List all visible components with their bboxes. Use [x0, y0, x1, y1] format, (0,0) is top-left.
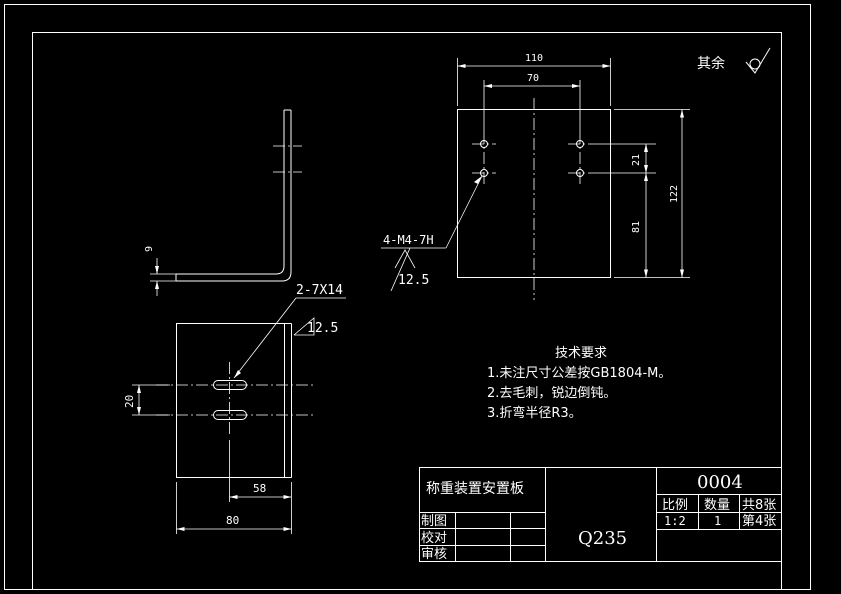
dim-70: 70	[527, 73, 539, 84]
scale-value: 1:2	[664, 514, 686, 528]
quantity-value: 1	[714, 514, 721, 528]
row-checked: 校对	[421, 530, 447, 546]
quantity-header: 数量	[704, 498, 730, 513]
dim-58: 58	[253, 482, 266, 495]
tech-item-2: 2.去毛刺，锐边倒钝。	[487, 386, 616, 401]
hole-plate-view: 110 70 21 81 122 4-M4-7H 12.5	[381, 53, 690, 300]
tech-item-3: 3.折弯半径R3。	[487, 405, 582, 421]
side-view: 9	[144, 109, 302, 296]
scale-header: 比例	[662, 498, 688, 513]
front-view: 20 58 80 2-7X14 12.5	[123, 283, 346, 534]
slot-callout: 2-7X14	[296, 283, 343, 298]
material: Q235	[578, 528, 627, 549]
title-block: 称重装置安置板 0004 比例 数量 共8张 1:2 1 第4张 制图 校对 审…	[419, 467, 782, 562]
row-drawn: 制图	[421, 514, 447, 529]
outer-border	[4, 4, 811, 590]
row-reviewed: 审核	[421, 547, 447, 562]
threaded-holes	[472, 132, 592, 185]
drawing-number: 0004	[697, 472, 743, 493]
part-name: 称重装置安置板	[426, 481, 524, 497]
slot-roughness: 12.5	[307, 321, 338, 336]
total-sheets: 共8张	[742, 498, 776, 513]
dim-110: 110	[525, 53, 543, 64]
tech-item-1: 1.未注尺寸公差按GB1804-M。	[487, 366, 671, 381]
dim-21: 21	[631, 154, 642, 166]
hole-callout: 4-M4-7H	[383, 233, 434, 247]
surface-finish-symbol: 其余	[697, 47, 771, 74]
dim-20: 20	[123, 395, 136, 408]
sheet-number: 第4张	[742, 514, 776, 529]
dim-81: 81	[631, 221, 642, 233]
dim-80: 80	[226, 514, 239, 527]
inner-border	[32, 32, 782, 590]
tech-title: 技术要求	[555, 346, 607, 361]
hole-roughness: 12.5	[398, 273, 429, 288]
surface-finish-label: 其余	[697, 55, 725, 72]
dim-122: 122	[669, 185, 680, 203]
dim-9: 9	[144, 246, 155, 252]
technical-requirements: 技术要求 1.未注尺寸公差按GB1804-M。 2.去毛刺，锐边倒钝。 3.折弯…	[487, 346, 671, 421]
